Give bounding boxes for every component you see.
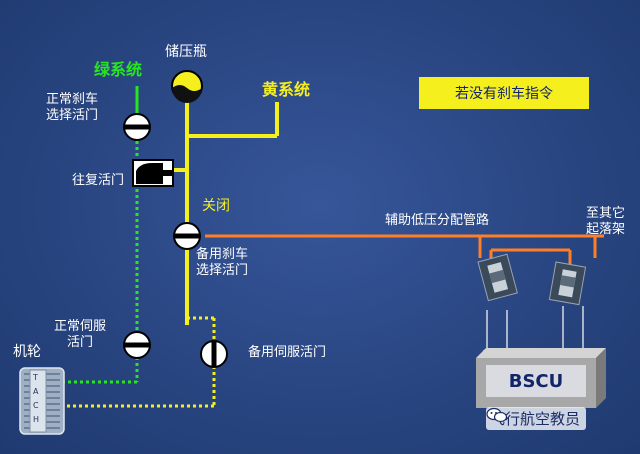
normal-servo-valve-label: 正常伺服 活门 — [54, 319, 107, 350]
tach-letter: H — [33, 415, 40, 424]
condition-note: 若没有刹车指令 — [419, 77, 589, 109]
watermark: 飞行航空教员 — [486, 407, 587, 430]
tach-letter: T — [33, 373, 38, 382]
other-gear-label: 至其它 起落架 — [586, 206, 626, 237]
watermark-text: 飞行航空教员 — [490, 410, 581, 428]
accumulator-icon — [171, 70, 203, 103]
bscu-box — [476, 348, 606, 408]
shuttle-valve-icon — [132, 159, 174, 187]
alternate-servo-valve-label: 备用伺服活门 — [248, 345, 327, 360]
valve-icon — [123, 113, 151, 141]
valve-icon — [200, 340, 228, 368]
shuttle-valve-label: 往复活门 — [72, 173, 125, 188]
valve-icon — [123, 331, 151, 359]
accumulator-label: 储压瓶 — [165, 44, 207, 60]
aux-manifold-lines — [205, 234, 604, 268]
tach-letter: C — [33, 401, 39, 410]
alternate-brake-valve-label: 备用刹车 选择活门 — [196, 247, 249, 278]
torque-motor-icon — [548, 261, 587, 306]
signal-lines — [486, 306, 584, 352]
aux-manifold-label: 辅助低压分配管路 — [385, 213, 490, 228]
wechat-icon — [486, 407, 508, 423]
yellow-system-label: 黄系统 — [262, 80, 311, 99]
closed-label: 关闭 — [202, 198, 230, 214]
tach-letter: A — [33, 387, 39, 396]
torque-motor-icon — [477, 253, 518, 302]
valve-icon — [173, 222, 201, 250]
green-system-label: 绿系统 — [94, 60, 143, 79]
normal-brake-valve-label: 正常刹车 选择活门 — [46, 92, 99, 123]
wheel-icon — [19, 367, 65, 435]
wheel-label: 机轮 — [13, 344, 41, 360]
bscu-label: BSCU — [508, 370, 564, 392]
